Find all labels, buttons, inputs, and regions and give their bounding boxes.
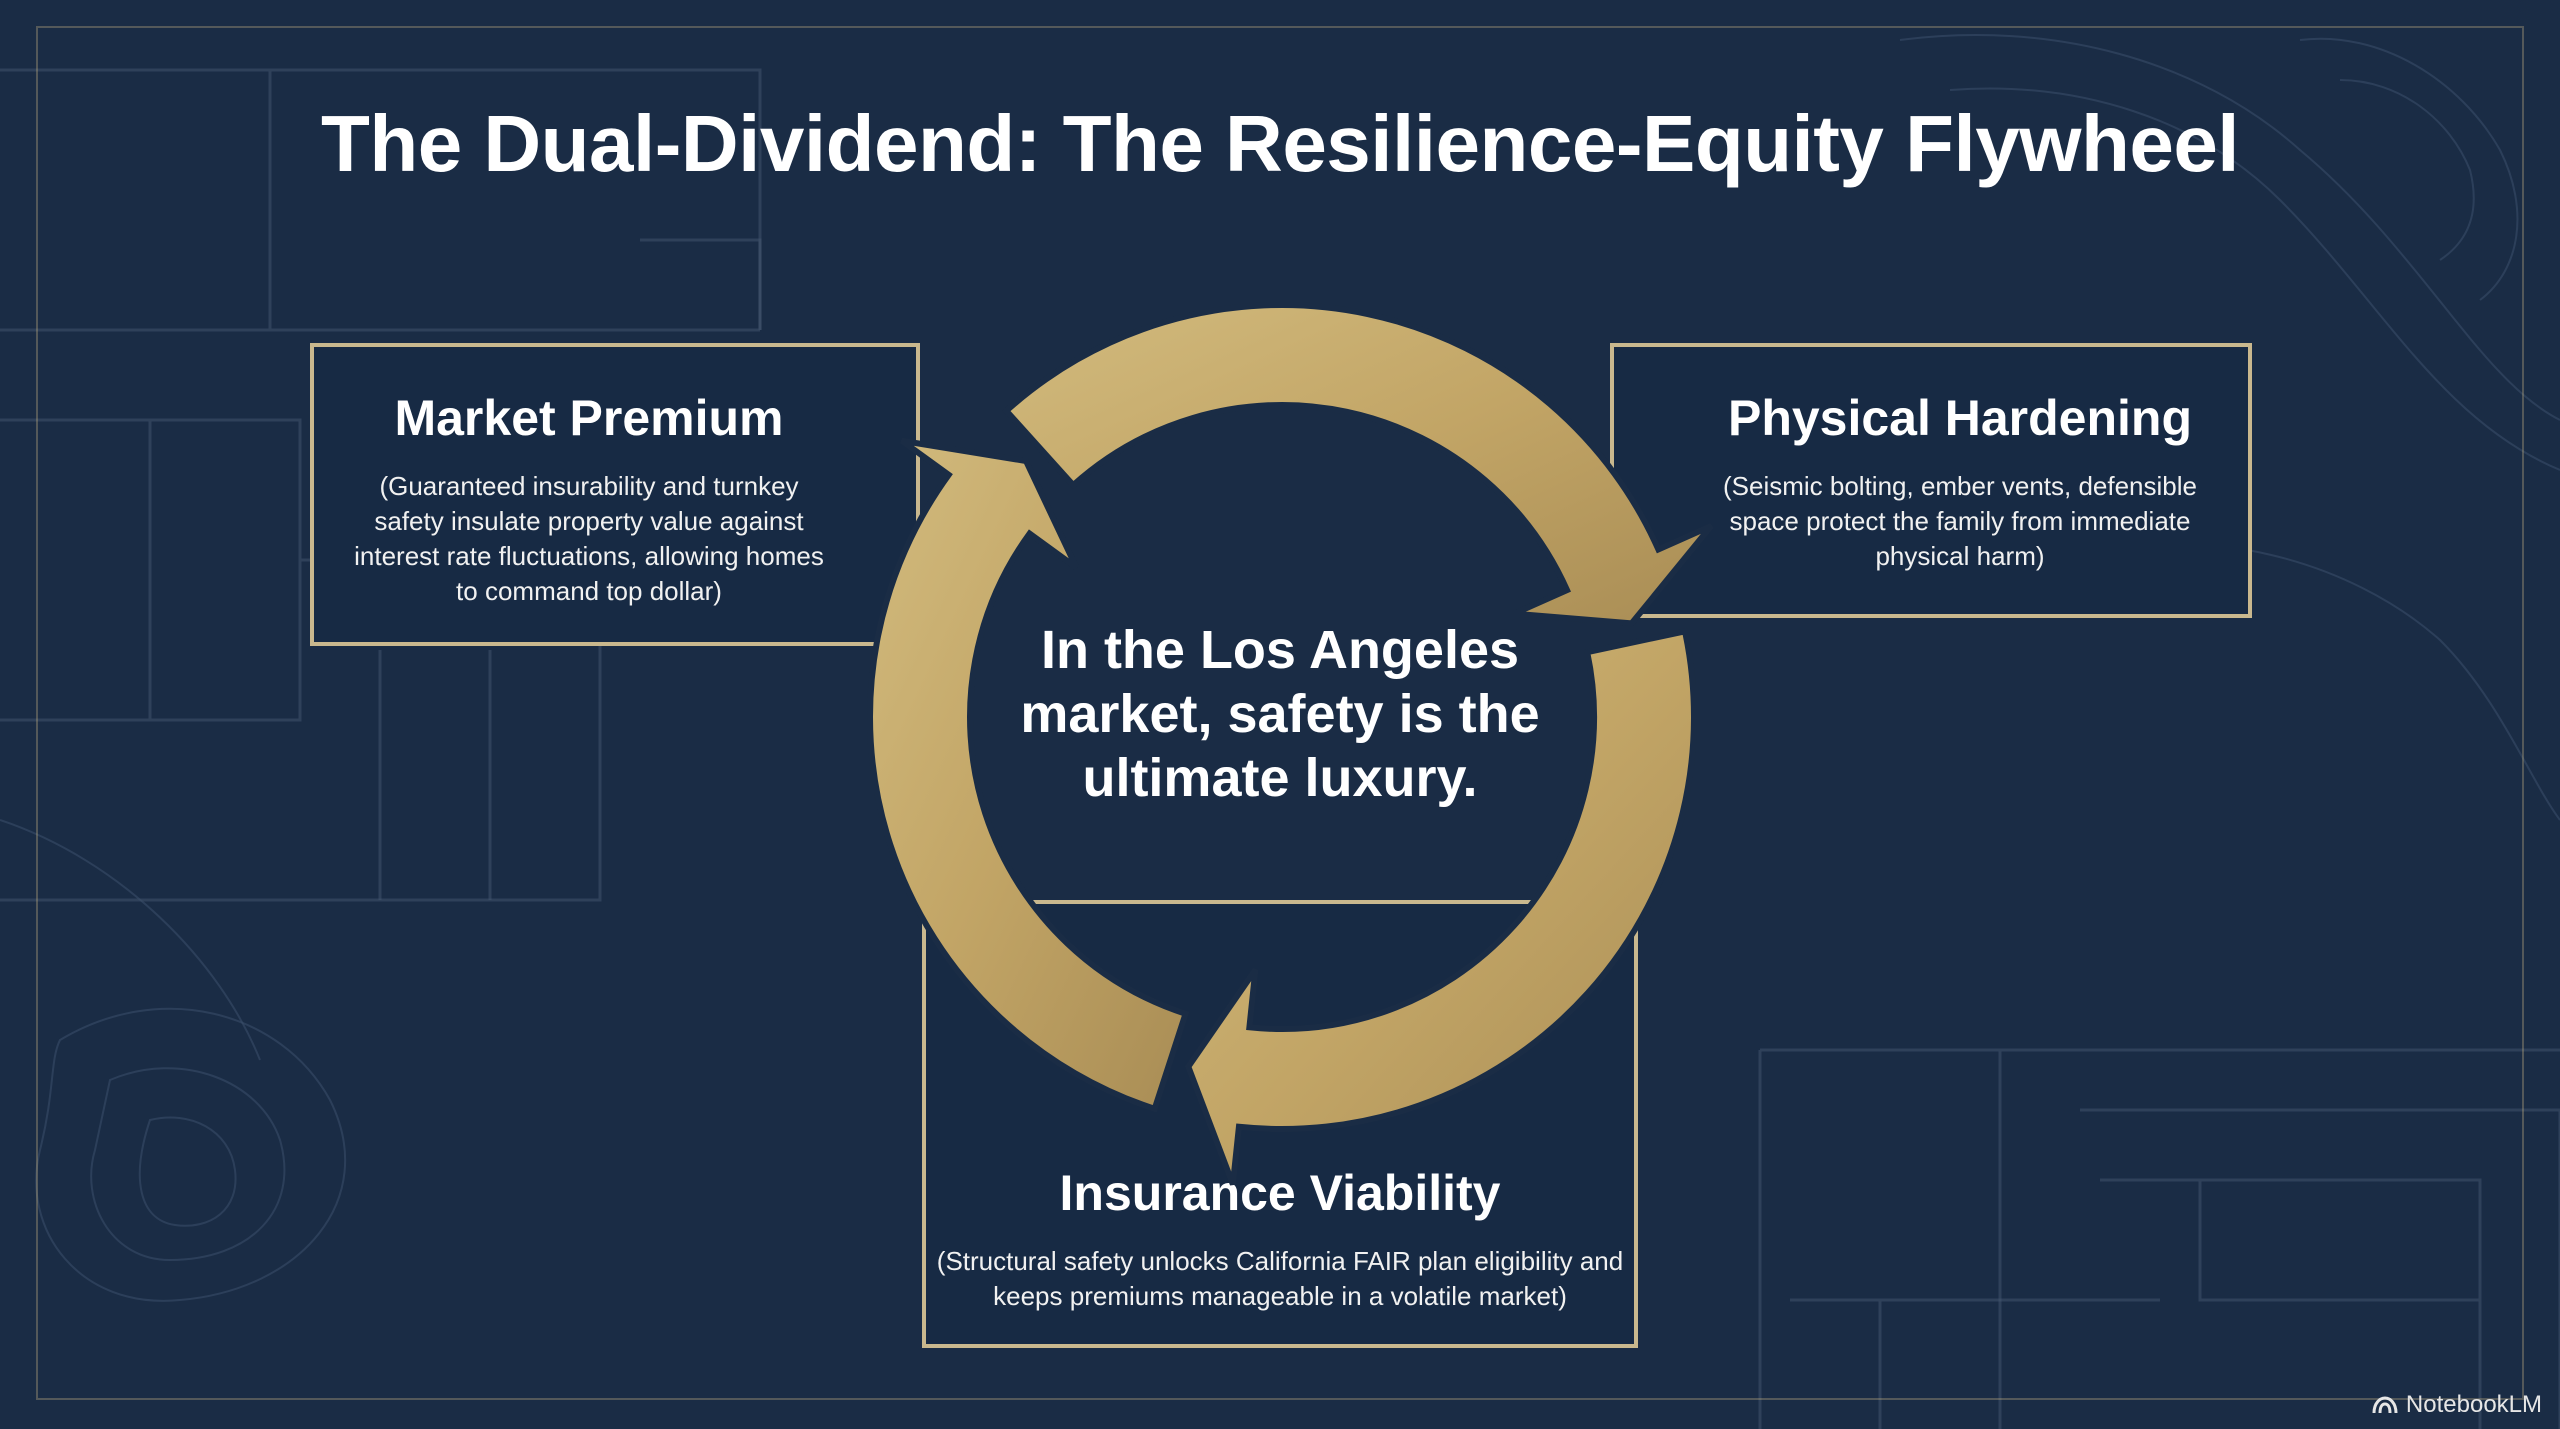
physical-hardening-box: Physical Hardening (Seismic bolting, emb…: [1610, 343, 2252, 618]
page-title: The Dual-Dividend: The Resilience-Equity…: [320, 99, 2240, 188]
market-premium-description: (Guaranteed insurability and turnkey saf…: [354, 471, 824, 606]
market-premium-box: Market Premium (Guaranteed insurability …: [310, 343, 920, 646]
insurance-viability-description: (Structural safety unlocks California FA…: [936, 1246, 1624, 1311]
insurance-viability-heading: Insurance Viability: [1059, 1165, 1501, 1221]
cycle-arrow-to-market: [867, 437, 1190, 1113]
physical-hardening-heading: Physical Hardening: [1727, 390, 2193, 446]
slide-frame: [36, 26, 2524, 1400]
center-statement: In the Los Angeles market, safety is the…: [1020, 620, 1540, 808]
market-premium-heading: Market Premium: [394, 390, 784, 446]
cycle-arrow-to-physical: [1002, 302, 1714, 627]
cycle-arrow-to-insurance: [1184, 627, 1697, 1186]
brand-label: NotebookLM: [2405, 1391, 2542, 1418]
physical-hardening-description: (Seismic bolting, ember vents, defensibl…: [1722, 471, 2197, 571]
notebooklm-brand: NotebookLM: [2372, 1391, 2542, 1419]
notebooklm-logo-icon: [2372, 1396, 2398, 1414]
